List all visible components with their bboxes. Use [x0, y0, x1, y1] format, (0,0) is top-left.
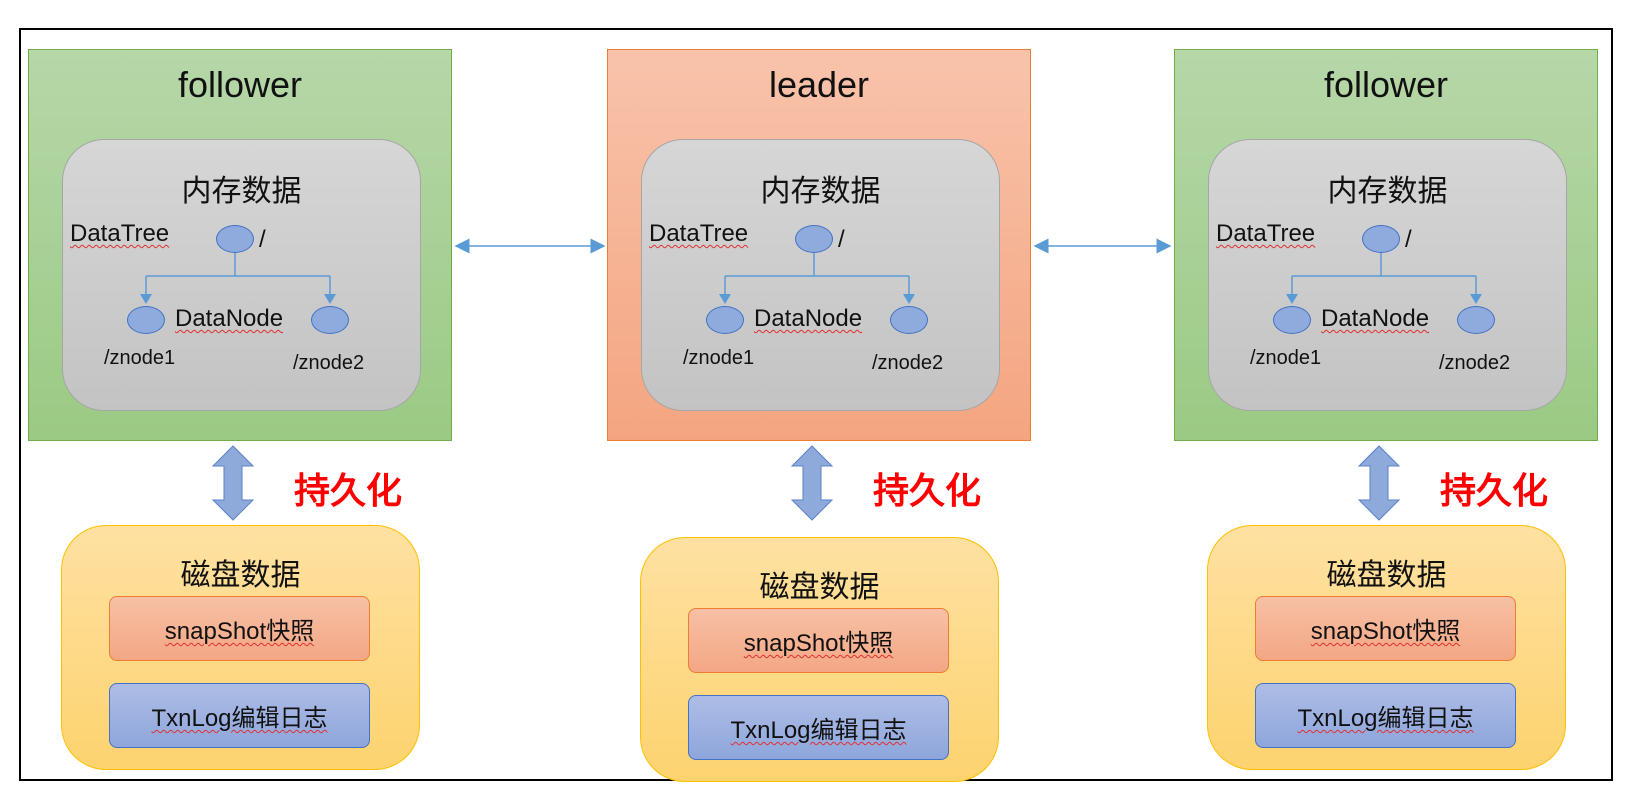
root-path: / [838, 226, 845, 253]
disk-data-panel: 磁盘数据 snapShot快照 TxnLog编辑日志 [640, 537, 999, 782]
znode2-icon [311, 306, 349, 334]
tree-edges [719, 252, 915, 304]
persist-double-arrow-icon [1357, 445, 1401, 521]
datanode-label: DataNode [754, 305, 863, 332]
follower-node: follower 内存数据 DataTree / DataNode /znode… [1174, 49, 1598, 441]
txnlog-label: TxnLog编辑日志 [730, 717, 907, 744]
txnlog-box: TxnLog编辑日志 [1255, 683, 1516, 748]
txnlog-label: TxnLog编辑日志 [151, 705, 328, 732]
znode1-icon [706, 306, 744, 334]
root-node-icon [1362, 225, 1400, 253]
server-column-2: leader 内存数据 DataTree / DataNode /znode1 … [579, 0, 1039, 792]
root-path: / [1405, 226, 1412, 253]
znode2-icon [890, 306, 928, 334]
disk-title: 磁盘数据 [1326, 559, 1447, 592]
memory-data-panel: 内存数据 DataTree / DataNode /znode1 /znode2 [641, 139, 1000, 411]
datatree-label: DataTree [649, 220, 749, 247]
snapshot-label: snapShot快照 [164, 618, 315, 645]
disk-title: 磁盘数据 [180, 559, 301, 592]
znode2-path: /znode2 [1439, 352, 1511, 374]
server-column-3: follower 内存数据 DataTree / DataNode /znode… [1146, 0, 1606, 792]
datanode-label: DataNode [175, 305, 284, 332]
znode1-icon [127, 306, 165, 334]
persist-label: 持久化 [1440, 470, 1549, 511]
datatree-label: DataTree [1216, 220, 1316, 247]
znode1-path: /znode1 [1250, 347, 1322, 369]
root-node-icon [795, 225, 833, 253]
memory-data-panel: 内存数据 DataTree / DataNode /znode1 /znode2 [1208, 139, 1567, 411]
datanode-label: DataNode [1321, 305, 1430, 332]
txnlog-box: TxnLog编辑日志 [688, 695, 949, 760]
node-role-title: leader [768, 64, 870, 105]
datatree-label: DataTree [70, 220, 170, 247]
disk-title: 磁盘数据 [759, 571, 880, 604]
server-column-1: follower 内存数据 DataTree / DataNode /znode… [0, 0, 460, 792]
persist-double-arrow-icon [211, 445, 255, 521]
tree-edges [140, 252, 336, 304]
snapshot-label: snapShot快照 [1310, 618, 1461, 645]
memory-title: 内存数据 [760, 175, 881, 208]
snapshot-box: snapShot快照 [1255, 596, 1516, 661]
root-path: / [259, 226, 266, 253]
root-node-icon [216, 225, 254, 253]
memory-data-panel: 内存数据 DataTree / DataNode /znode1 /znode2 [62, 139, 421, 411]
node-role-title: follower [177, 64, 303, 105]
memory-title: 内存数据 [181, 175, 302, 208]
persist-double-arrow-icon [790, 445, 834, 521]
snapshot-box: snapShot快照 [688, 608, 949, 673]
znode2-icon [1457, 306, 1495, 334]
znode1-path: /znode1 [104, 347, 176, 369]
znode2-path: /znode2 [872, 352, 944, 374]
follower-node: follower 内存数据 DataTree / DataNode /znode… [28, 49, 452, 441]
node-role-title: follower [1323, 64, 1449, 105]
txnlog-label: TxnLog编辑日志 [1297, 705, 1474, 732]
persist-label: 持久化 [873, 470, 982, 511]
tree-edges [1286, 252, 1482, 304]
znode1-path: /znode1 [683, 347, 755, 369]
txnlog-box: TxnLog编辑日志 [109, 683, 370, 748]
snapshot-label: snapShot快照 [743, 630, 894, 657]
znode1-icon [1273, 306, 1311, 334]
disk-data-panel: 磁盘数据 snapShot快照 TxnLog编辑日志 [1207, 525, 1566, 770]
znode2-path: /znode2 [293, 352, 365, 374]
persist-label: 持久化 [294, 470, 403, 511]
disk-data-panel: 磁盘数据 snapShot快照 TxnLog编辑日志 [61, 525, 420, 770]
snapshot-box: snapShot快照 [109, 596, 370, 661]
leader-node: leader 内存数据 DataTree / DataNode /znode1 … [607, 49, 1031, 441]
memory-title: 内存数据 [1327, 175, 1448, 208]
